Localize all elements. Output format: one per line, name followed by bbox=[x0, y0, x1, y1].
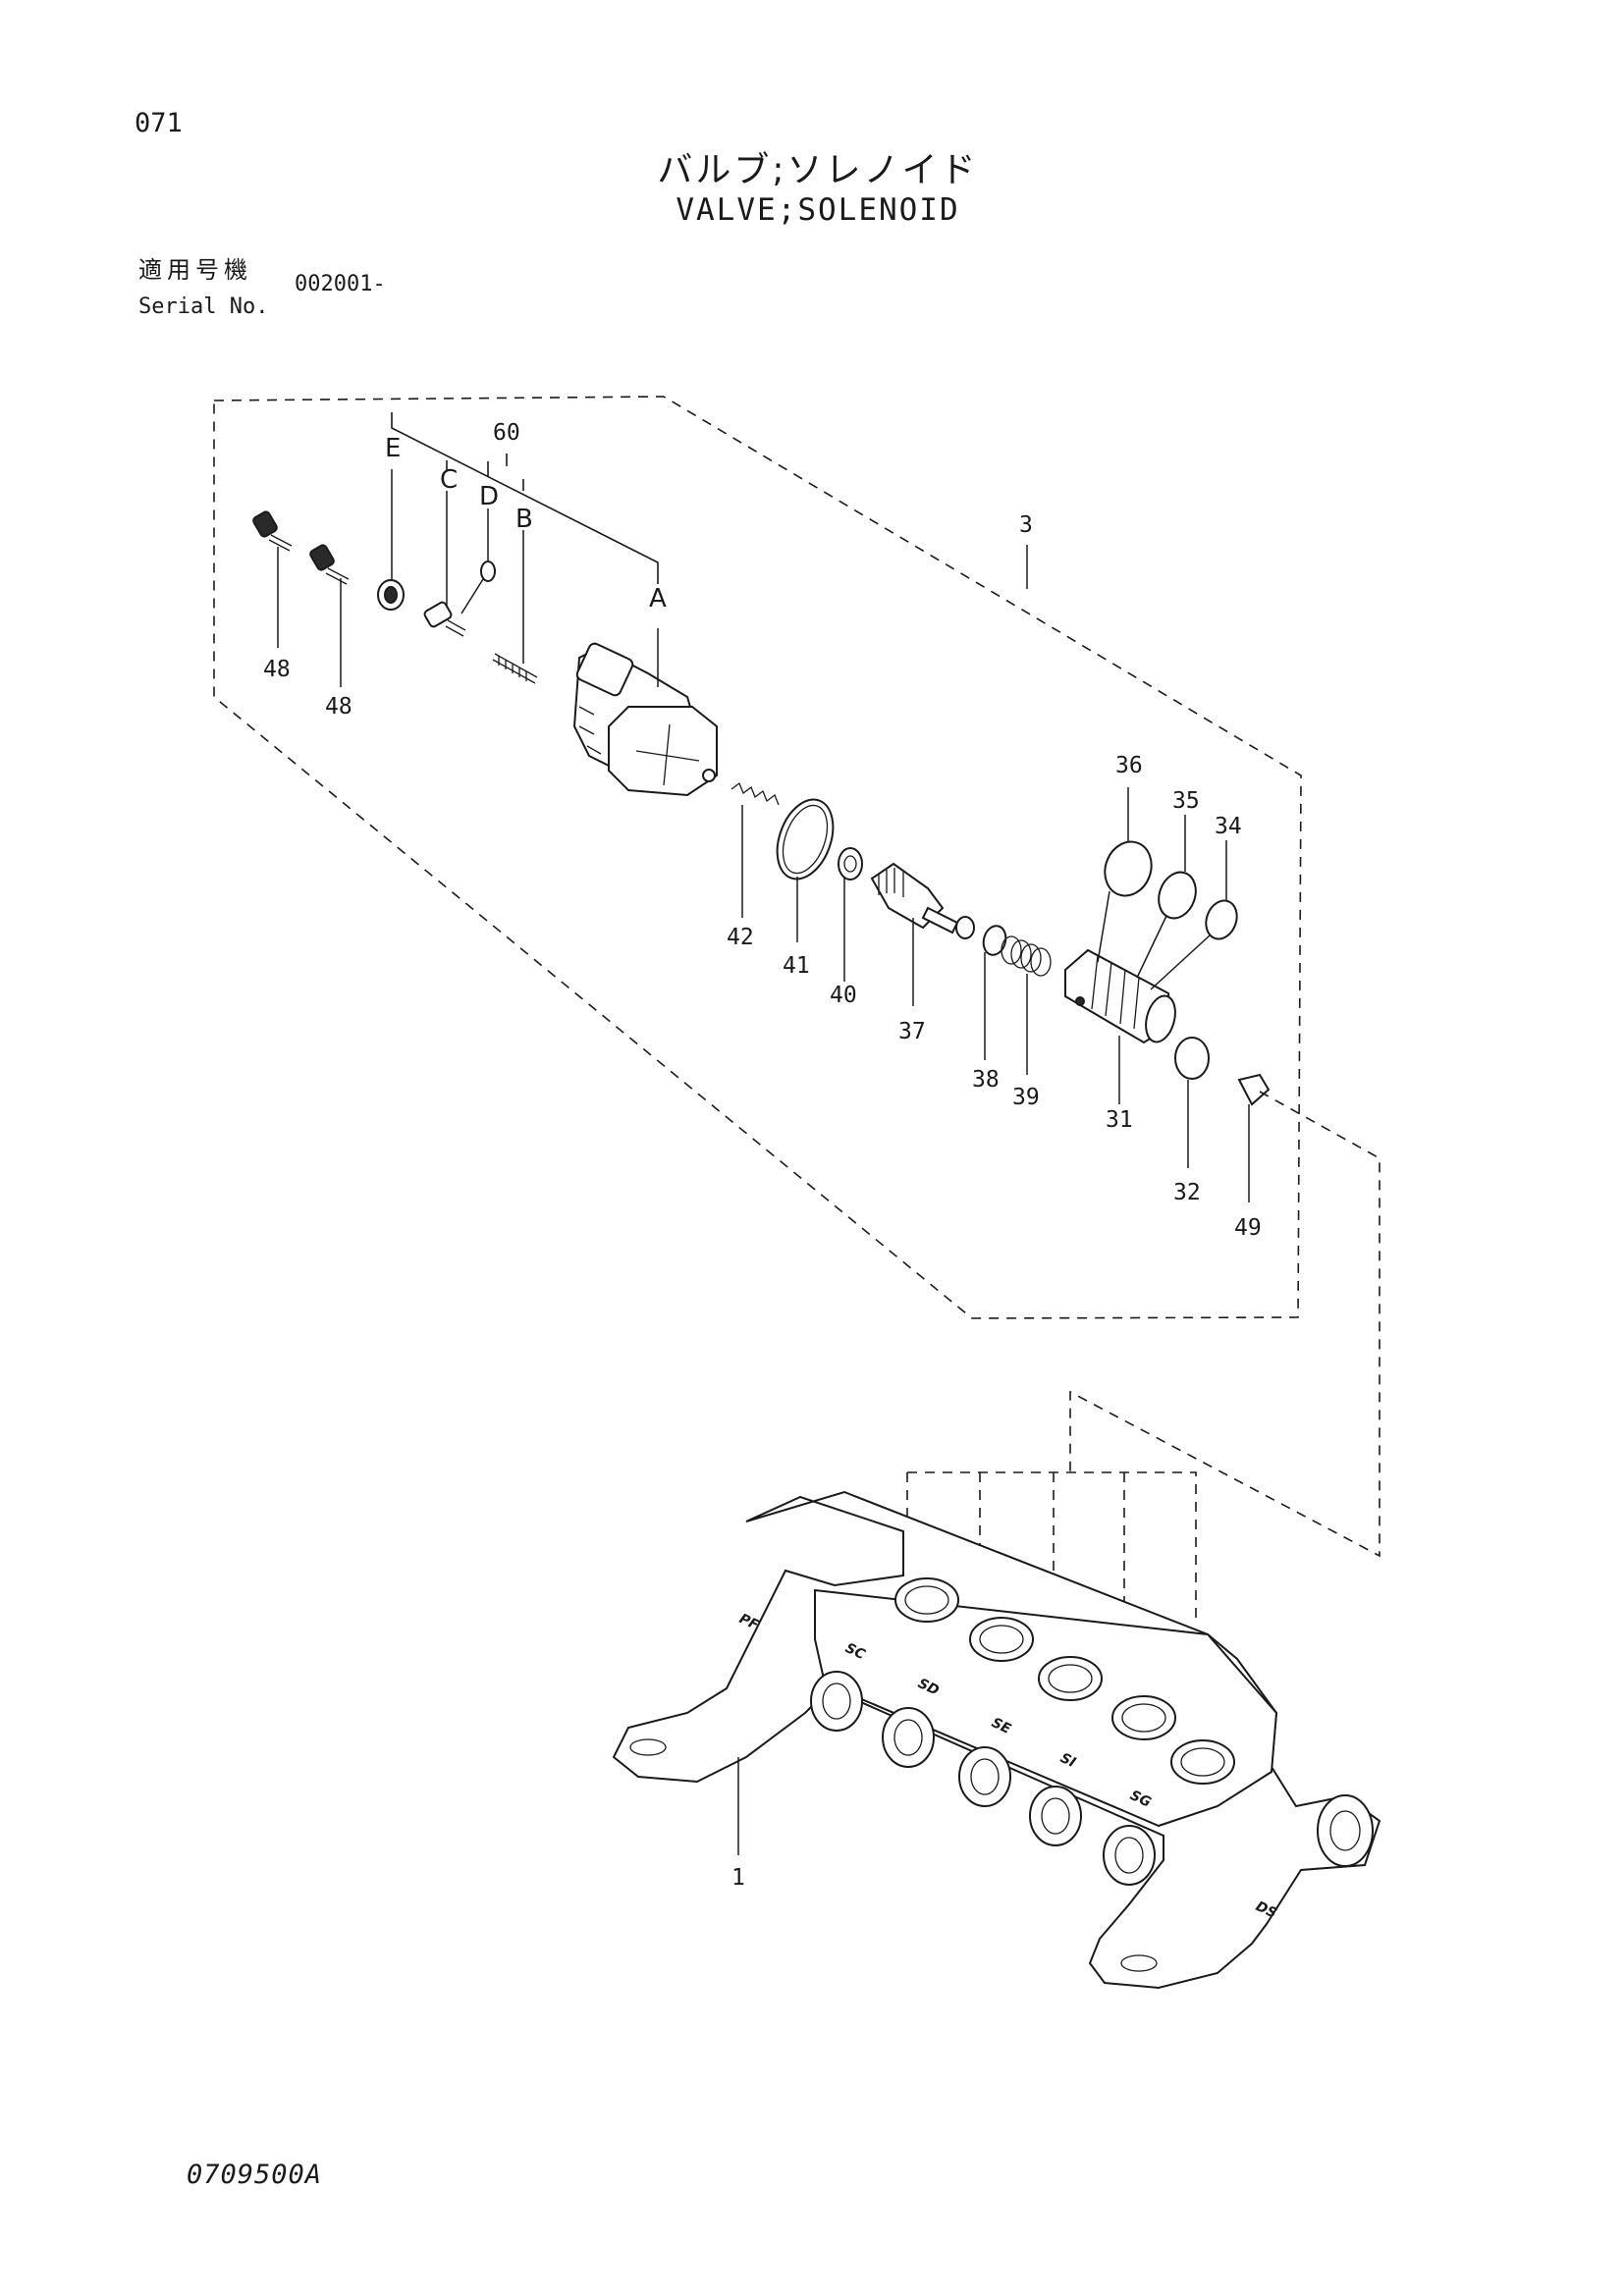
callout-48b: 48 bbox=[325, 694, 352, 720]
callout-35: 35 bbox=[1172, 788, 1200, 814]
sub-label-b: B bbox=[515, 505, 533, 534]
serial-number-value: 002001- bbox=[295, 272, 386, 296]
assembly-chain-line bbox=[1069, 1091, 1380, 1558]
port-label-se: SE bbox=[989, 1715, 1013, 1737]
seal-49 bbox=[1237, 1073, 1271, 1106]
title-english: VALVE;SOLENOID bbox=[676, 192, 960, 228]
callout-42: 42 bbox=[727, 925, 754, 950]
callout-32: 32 bbox=[1173, 1180, 1201, 1205]
bolt-48-left bbox=[252, 510, 293, 552]
solenoid-a bbox=[572, 642, 718, 797]
port-chain-lines bbox=[906, 1471, 1197, 1688]
page-number: 071 bbox=[135, 108, 183, 138]
callout-41: 41 bbox=[783, 953, 810, 979]
assembly-boundary bbox=[213, 396, 1302, 1319]
leader-34b bbox=[1150, 934, 1211, 990]
oring-41 bbox=[776, 798, 835, 881]
callout-34: 34 bbox=[1215, 814, 1242, 839]
callout-48a: 48 bbox=[263, 657, 291, 682]
manifold-body-1 bbox=[612, 1490, 1381, 1990]
bracket-60 bbox=[391, 412, 659, 584]
oring-35 bbox=[1158, 871, 1197, 920]
callout-39: 39 bbox=[1012, 1085, 1040, 1110]
callout-1: 1 bbox=[731, 1865, 745, 1891]
callout-36: 36 bbox=[1115, 753, 1143, 778]
callout-38: 38 bbox=[972, 1067, 1000, 1093]
spool-37 bbox=[870, 862, 975, 939]
bolt-48-right bbox=[309, 544, 350, 585]
callout-31: 31 bbox=[1106, 1107, 1133, 1133]
serial-label-japanese: 適用号機 bbox=[138, 256, 252, 284]
oring-36 bbox=[1104, 840, 1153, 897]
rod-b bbox=[492, 653, 538, 684]
plug-32 bbox=[1174, 1037, 1210, 1080]
callout-3: 3 bbox=[1019, 512, 1033, 538]
drawing-code: 0709500A bbox=[187, 2160, 323, 2190]
sub-label-a: A bbox=[649, 584, 667, 614]
leader-35b bbox=[1136, 915, 1167, 979]
sleeve-31 bbox=[1064, 948, 1176, 1044]
sub-label-c: C bbox=[440, 465, 458, 495]
callout-40: 40 bbox=[830, 983, 857, 1008]
port-label-si: SI bbox=[1057, 1750, 1078, 1771]
sub-label-e: E bbox=[385, 434, 401, 463]
callout-60: 60 bbox=[493, 420, 520, 446]
callout-37: 37 bbox=[898, 1019, 926, 1044]
washer-40 bbox=[838, 847, 863, 881]
oring-34 bbox=[1205, 899, 1238, 940]
port-label-pf: PF bbox=[736, 1611, 761, 1633]
sub-label-d: D bbox=[479, 482, 499, 511]
title-japanese: バルブ;ソレノイド bbox=[657, 150, 979, 190]
oring-d bbox=[480, 561, 496, 582]
leader-d2 bbox=[460, 578, 484, 614]
leader-36b bbox=[1097, 890, 1110, 963]
serial-label-english: Serial No. bbox=[138, 294, 269, 319]
spring-42 bbox=[731, 781, 780, 806]
spring-39 bbox=[1001, 935, 1052, 977]
ring-38 bbox=[982, 925, 1007, 956]
nut-e bbox=[377, 579, 405, 611]
screw-c bbox=[423, 601, 466, 637]
callout-49: 49 bbox=[1234, 1215, 1262, 1241]
